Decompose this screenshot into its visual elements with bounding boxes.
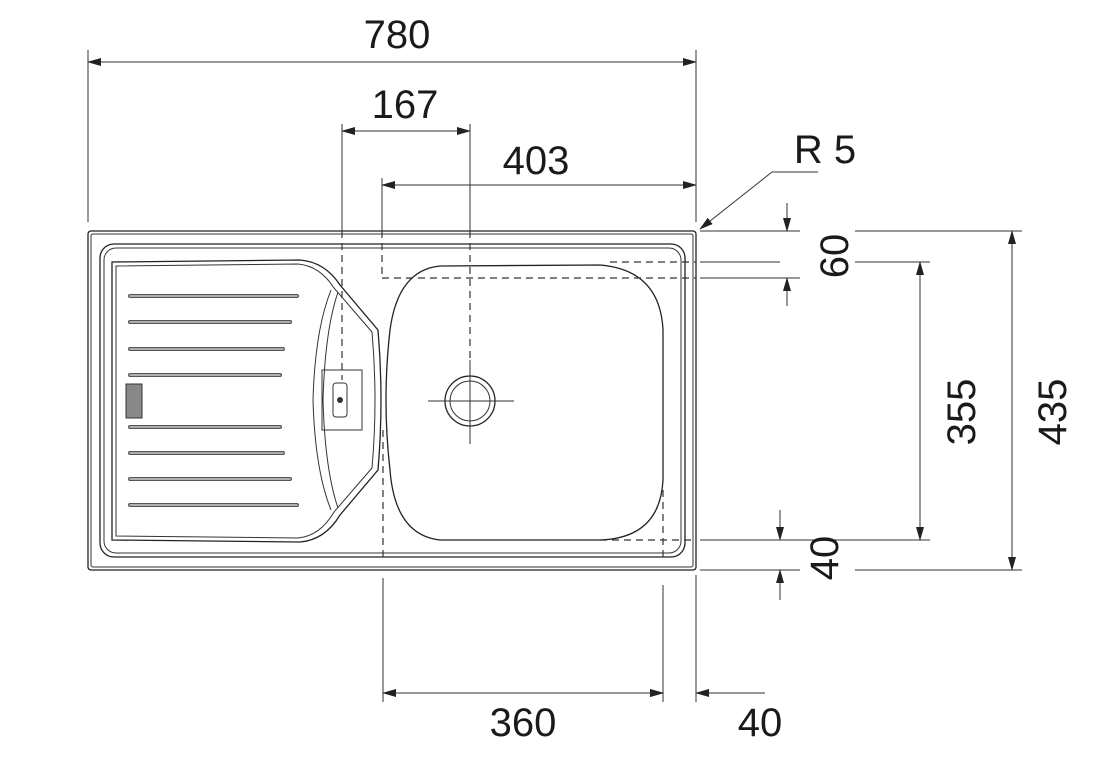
dimension-bowl-from-edge: 403	[381, 139, 697, 231]
dimension-corner-radius: R 5	[699, 128, 856, 230]
bowl	[385, 264, 664, 541]
dimension-top-margin: 60	[700, 203, 857, 306]
dimension-overall-width: 780	[87, 13, 697, 222]
label-360: 360	[490, 701, 557, 745]
label-r5: R 5	[794, 128, 856, 172]
label-40-bottom: 40	[738, 701, 783, 745]
dimension-bottom-margin: 40	[700, 510, 847, 600]
label-60: 60	[813, 234, 857, 279]
sink-outline	[87, 230, 697, 571]
label-435: 435	[1031, 379, 1075, 446]
drainer	[111, 259, 382, 543]
label-355: 355	[940, 379, 984, 446]
construction-lines	[341, 231, 696, 560]
dimension-right-margin: 40	[640, 689, 783, 745]
dimension-drainer-to-center: 167	[341, 83, 471, 231]
drainer-ribs	[128, 294, 299, 507]
label-40-right: 40	[803, 536, 847, 581]
dimension-bowl-inner-width: 360	[382, 575, 697, 745]
overflow-icon	[125, 383, 143, 419]
dimension-bowl-depth: 355	[700, 261, 984, 541]
label-780: 780	[364, 13, 431, 57]
label-167: 167	[372, 83, 439, 127]
label-403: 403	[503, 139, 570, 183]
dimension-overall-depth: 435	[855, 230, 1075, 571]
